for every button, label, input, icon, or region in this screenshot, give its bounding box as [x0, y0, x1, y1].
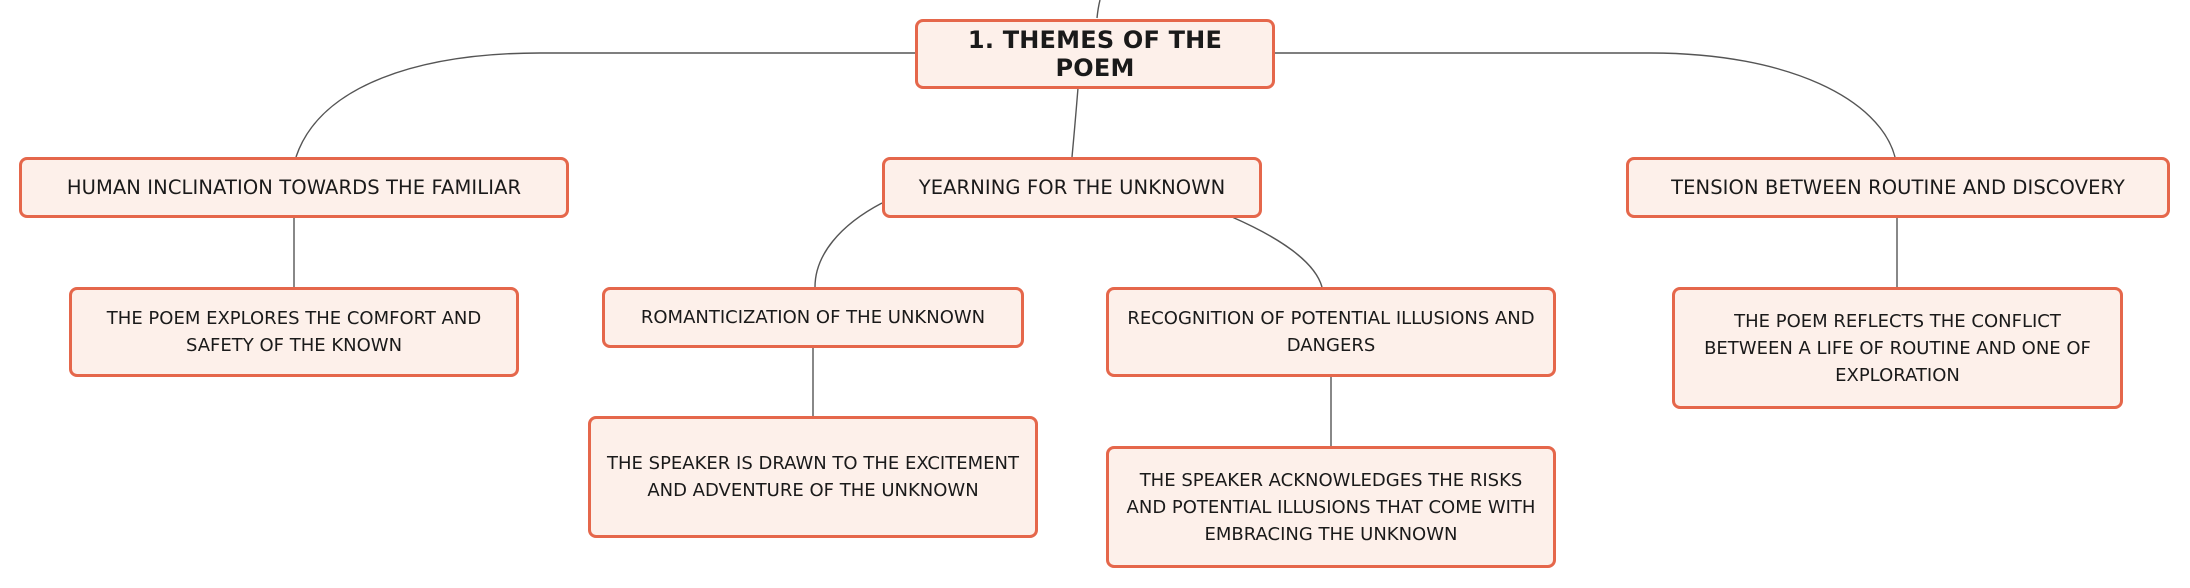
connector-yearning-to-recognition — [1231, 216, 1323, 288]
detail-label: THE SPEAKER ACKNOWLEDGES THE RISKS AND P… — [1126, 469, 1536, 545]
subtheme-label: THE POEM EXPLORES THE COMFORT AND SAFETY… — [106, 308, 482, 356]
connector-root-incoming — [1096, 0, 1101, 19]
theme-node-tension[interactable]: TENSION BETWEEN ROUTINE AND DISCOVERY — [1626, 157, 2170, 218]
root-node[interactable]: 1. THEMES OF THE POEM — [915, 19, 1275, 89]
detail-node-acknowledges[interactable]: THE SPEAKER ACKNOWLEDGES THE RISKS AND P… — [1106, 446, 1556, 568]
subtheme-label: THE POEM REFLECTS THE CONFLICT BETWEEN A… — [1704, 310, 2091, 386]
detail-label: THE SPEAKER IS DRAWN TO THE EXCITEMENT A… — [607, 453, 1019, 501]
connector-yearning-to-romanticization — [814, 202, 883, 288]
root-label: 1. THEMES OF THE POEM — [967, 26, 1223, 82]
connector-root-to-familiar — [295, 52, 915, 158]
subtheme-node-comfort[interactable]: THE POEM EXPLORES THE COMFORT AND SAFETY… — [69, 287, 519, 377]
theme-node-yearning[interactable]: YEARNING FOR THE UNKNOWN — [882, 157, 1262, 218]
connector-root-to-tension — [1275, 52, 1896, 158]
theme-label: HUMAN INCLINATION TOWARDS THE FAMILIAR — [66, 176, 522, 199]
theme-label: YEARNING FOR THE UNKNOWN — [918, 176, 1226, 199]
connector-root-to-yearning — [1071, 87, 1079, 158]
subtheme-node-romanticization[interactable]: ROMANTICIZATION OF THE UNKNOWN — [602, 287, 1024, 348]
theme-node-familiar[interactable]: HUMAN INCLINATION TOWARDS THE FAMILIAR — [19, 157, 569, 218]
subtheme-label: RECOGNITION OF POTENTIAL ILLUSIONS AND D… — [1127, 308, 1535, 356]
subtheme-node-conflict[interactable]: THE POEM REFLECTS THE CONFLICT BETWEEN A… — [1672, 287, 2123, 409]
detail-node-drawn[interactable]: THE SPEAKER IS DRAWN TO THE EXCITEMENT A… — [588, 416, 1038, 538]
theme-label: TENSION BETWEEN ROUTINE AND DISCOVERY — [1671, 176, 2125, 199]
subtheme-node-recognition[interactable]: RECOGNITION OF POTENTIAL ILLUSIONS AND D… — [1106, 287, 1556, 377]
subtheme-label: ROMANTICIZATION OF THE UNKNOWN — [640, 307, 986, 328]
